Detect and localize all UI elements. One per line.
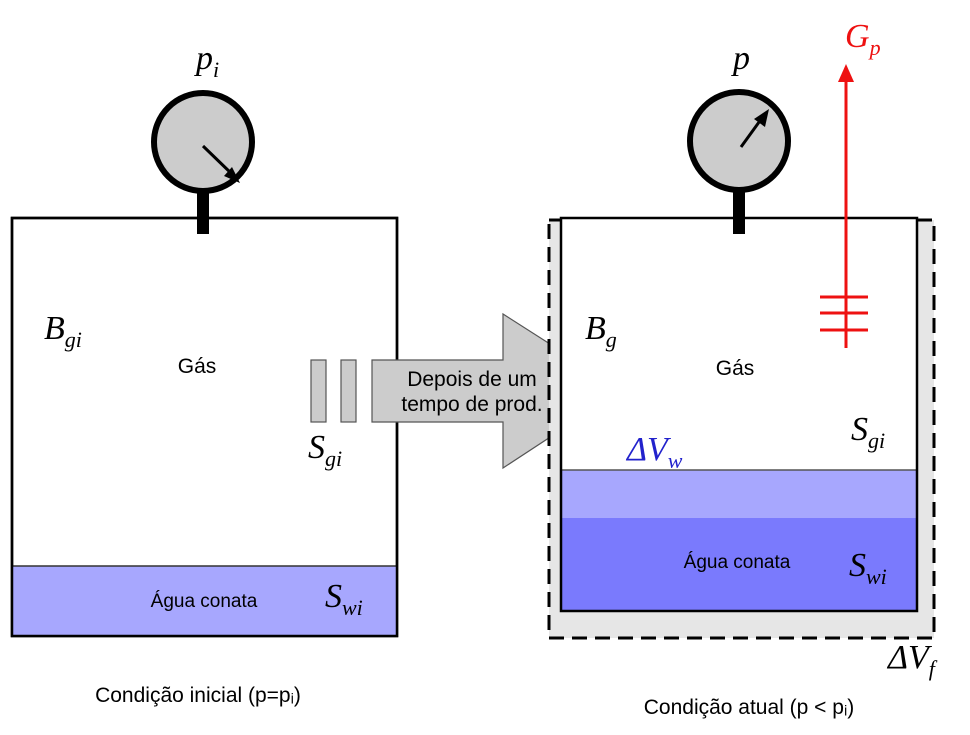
current-gauge-stem (733, 190, 745, 234)
initial-gas-label: Gás (178, 355, 217, 378)
current-gauge-needle (739, 109, 769, 148)
current-condition-caption: Condição atual (p < pᵢ) (644, 696, 855, 719)
initial-connate-water-layer (13, 566, 396, 635)
arrow-text-line-1: Depois de um (407, 368, 537, 391)
initial-pressure-gauge (151, 90, 255, 194)
production-well (820, 64, 868, 348)
cumulative-production-label: Gp (845, 18, 881, 60)
current-water-saturation-label: Swi (849, 547, 887, 589)
initial-pressure-label: pi (194, 40, 219, 82)
formation-expansion-label: ΔVf (886, 639, 938, 681)
initial-water-saturation-label: Swi (325, 578, 363, 620)
current-gas-label: Gás (716, 357, 755, 380)
current-pressure-label: p (731, 40, 750, 77)
current-condition-tank: p Gp Bg Gás Sgi ΔVw Água conata Swi ΔVf (547, 18, 938, 681)
initial-condition-caption: Condição inicial (p=pᵢ) (95, 684, 301, 707)
water-influx-layer (562, 470, 916, 518)
initial-condition-tank: pi Bgi Gás Sgi Água conata Swi (10, 40, 399, 638)
water-influx-label: ΔVw (625, 431, 683, 473)
arrow-tail-bar-2 (340, 359, 357, 423)
current-pressure-gauge (687, 89, 791, 193)
arrow-tail-bar-1 (310, 359, 327, 423)
current-gas-saturation-label: Sgi (851, 411, 885, 453)
initial-gauge-stem (197, 190, 209, 234)
current-water-label: Água conata (684, 552, 791, 573)
initial-gauge-needle (201, 144, 240, 183)
current-fvf-label: Bg (585, 310, 617, 352)
arrow-text-line-2: tempo de prod. (401, 393, 542, 416)
initial-fvf-label: Bgi (44, 310, 82, 352)
current-connate-water-layer (562, 518, 916, 610)
initial-water-label: Água conata (151, 591, 258, 612)
initial-gas-saturation-label: Sgi (308, 429, 342, 471)
